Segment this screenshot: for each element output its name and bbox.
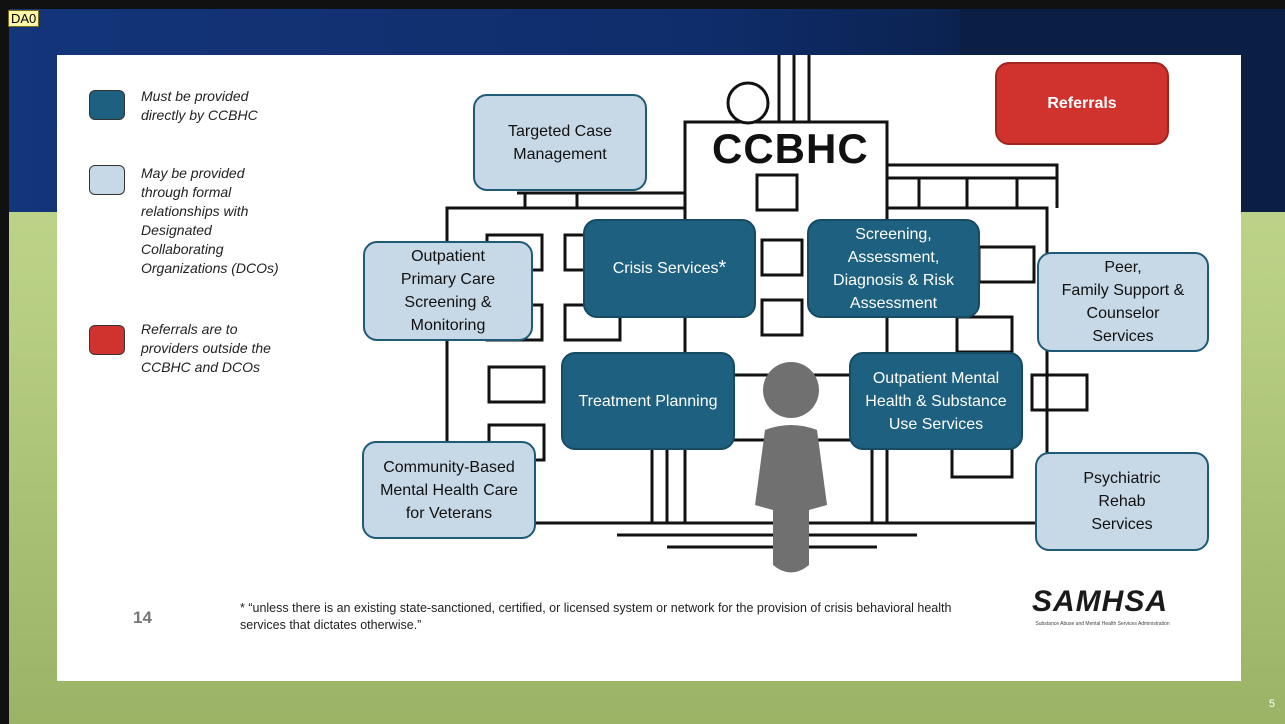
- footnote: * “unless there is an existing state-san…: [240, 601, 952, 632]
- window: [760, 298, 804, 337]
- treatment-planning-box: Treatment Planning: [561, 352, 735, 450]
- diagram-image: CCBHC Must be provided directly by CCBHC…: [57, 55, 1241, 681]
- targeted-case-management-box: Targeted Case Management: [473, 94, 647, 191]
- right-wing-roof: [887, 163, 1059, 208]
- page-number: 14: [133, 608, 152, 627]
- ccbhc-title: CCBHC: [712, 125, 869, 172]
- window: [1030, 373, 1089, 412]
- legend-text-direct: Must be provided directly by CCBHC: [141, 88, 258, 123]
- legend-swatch-referral: [89, 325, 125, 355]
- community-based-veterans-box: Community-Based Mental Health Care for V…: [362, 441, 536, 539]
- samhsa-logo: SAMHSA: [1032, 585, 1169, 618]
- window: [977, 245, 1036, 284]
- samhsa-logo-subtitle: Substance Abuse and Mental Health Servic…: [1035, 621, 1170, 627]
- peer-family-support-box: Peer, Family Support & Counselor Service…: [1037, 252, 1209, 352]
- crisis-services-label: Crisis Services: [612, 260, 719, 277]
- window: [755, 173, 799, 212]
- tower-clock: [726, 81, 770, 125]
- window: [760, 238, 804, 277]
- window: [487, 365, 546, 404]
- person-icon: [755, 362, 827, 573]
- screening-assessment-box: Screening, Assessment, Diagnosis & Risk …: [807, 219, 980, 318]
- slide-border-top: [0, 0, 1285, 9]
- legend-swatch-dco: [89, 165, 125, 195]
- slide-number: 5: [1268, 698, 1275, 710]
- building-illustration: [445, 55, 1089, 573]
- outpatient-mental-health-box: Outpatient Mental Health & Substance Use…: [849, 352, 1023, 450]
- legend-text-referral: Referrals are to providers outside the C…: [141, 321, 271, 375]
- slide-border-left: [0, 0, 9, 724]
- comment-marker[interactable]: DA0: [8, 10, 40, 27]
- outpatient-primary-care-box: Outpatient Primary Care Screening & Moni…: [363, 241, 533, 341]
- window: [955, 315, 1014, 354]
- legend-swatch-direct: [89, 90, 125, 120]
- legend-text-dco: May be provided through formal relations…: [141, 165, 279, 276]
- referrals-box: Referrals: [995, 62, 1169, 145]
- psychiatric-rehab-box: Psychiatric Rehab Services: [1035, 452, 1209, 551]
- crisis-asterisk: *: [718, 257, 727, 279]
- crisis-services-box: Crisis Services*: [583, 219, 756, 318]
